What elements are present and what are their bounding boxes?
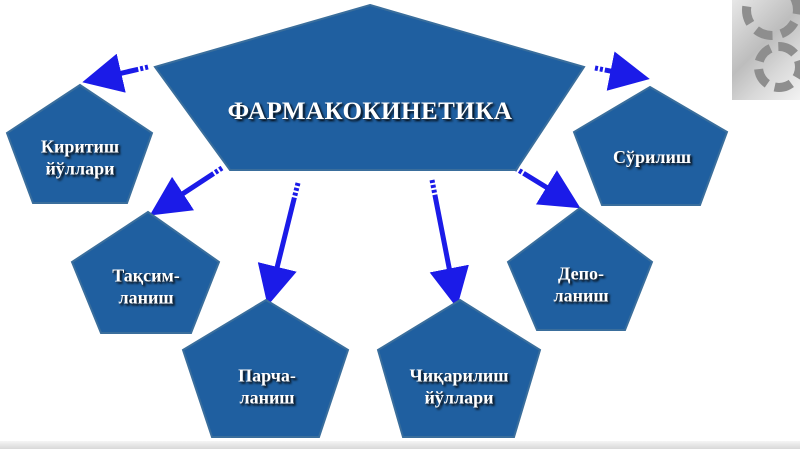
pentagon-depolanish — [506, 206, 654, 331]
slide-bottom-bar — [0, 441, 800, 449]
arrow-to-chikarilish — [429, 179, 469, 308]
pentagon-kiritish — [5, 83, 154, 204]
arrow-to-surilish — [594, 51, 650, 91]
arrow-to-parchalanish — [257, 182, 301, 306]
arrow-to-kiritish — [82, 53, 149, 93]
arrow-to-depolanish — [513, 165, 581, 209]
arrow-to-taksimlanish — [149, 165, 224, 216]
pentagon-taksimlanish — [70, 210, 221, 334]
pentagon-surilish — [572, 85, 729, 206]
pentagon-farmakokinetika — [153, 3, 586, 171]
pentagon-parchalanish — [181, 298, 350, 438]
pentagon-chikarilish — [376, 298, 542, 438]
gear-decoration — [732, 0, 800, 100]
